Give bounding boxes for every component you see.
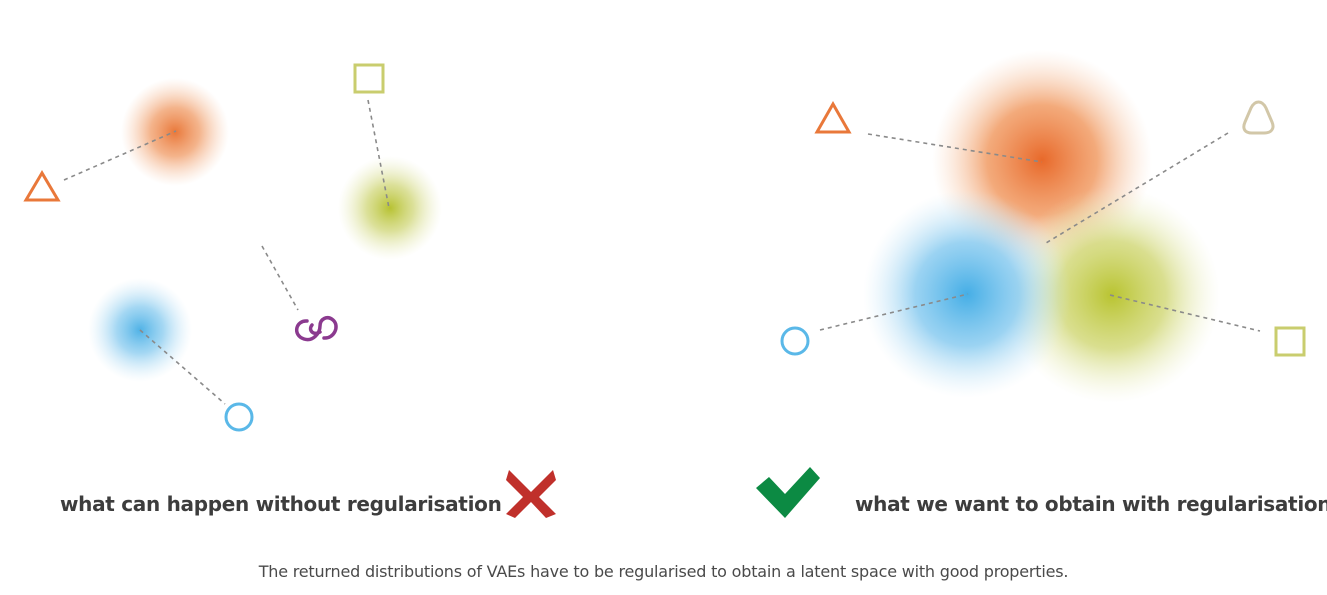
circle-icon bbox=[224, 402, 254, 432]
dashed-connector bbox=[819, 293, 969, 331]
green-distribution-blob bbox=[338, 156, 442, 260]
cross-icon bbox=[506, 470, 556, 518]
without-regularisation-label: what can happen without regularisation bbox=[60, 492, 502, 516]
triangle-icon bbox=[23, 170, 61, 202]
dashed-connector bbox=[867, 133, 1043, 163]
rounded-triangle-icon bbox=[1242, 100, 1275, 135]
with-regularisation-label: what we want to obtain with regularisati… bbox=[855, 492, 1327, 516]
right-panel bbox=[756, 50, 1306, 518]
circle-icon bbox=[780, 326, 810, 356]
dashed-connector bbox=[367, 99, 390, 209]
figure-caption: The returned distributions of VAEs have … bbox=[258, 562, 1069, 581]
dashed-connector bbox=[139, 329, 226, 405]
blue-distribution-blob bbox=[863, 190, 1071, 398]
dashed-connector bbox=[261, 245, 299, 311]
meaningless-shape-icon bbox=[295, 316, 338, 342]
left-panel bbox=[23, 63, 556, 518]
check-icon bbox=[756, 467, 820, 518]
dashed-connector bbox=[1045, 132, 1229, 244]
dashed-connector bbox=[1109, 294, 1261, 332]
square-icon bbox=[1274, 326, 1306, 357]
triangle-icon bbox=[814, 100, 852, 134]
square-icon bbox=[353, 63, 385, 94]
